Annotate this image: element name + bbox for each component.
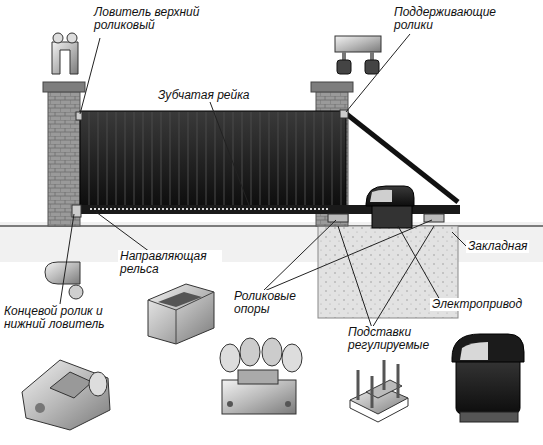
drive-detail	[452, 334, 524, 422]
ground	[0, 222, 543, 262]
leader-lines	[60, 34, 470, 328]
ground-line	[0, 225, 543, 227]
part-label: Роликовые опоры	[232, 290, 316, 316]
carriage-mark	[424, 214, 444, 222]
motor-on-gate	[366, 186, 414, 228]
gate-panel	[78, 111, 460, 214]
guide-rail-detail	[148, 284, 214, 344]
carriage-mark	[328, 214, 348, 222]
part-label: Подставки регулируемые	[346, 326, 446, 352]
adjustable-stand-detail	[350, 360, 408, 422]
upper-catcher-mark	[76, 112, 82, 120]
part-label: Зубчатая рейка	[156, 89, 252, 102]
roller-carriage-detail	[220, 338, 302, 414]
part-label: Ловитель верхний роликовый	[92, 6, 208, 32]
bottom-catcher-detail	[22, 360, 110, 430]
part-label: Направляющая рельса	[118, 250, 222, 276]
pillar-cap	[311, 82, 353, 92]
support-rollers-detail	[335, 36, 381, 74]
upper-catcher-detail	[52, 33, 78, 74]
part-label: Поддерживающие ролики	[392, 6, 506, 32]
part-label: Закладная	[466, 240, 529, 253]
part-label: Концевой ролик и нижний ловитель	[2, 305, 126, 331]
part-label: Электропривод	[430, 298, 524, 311]
pillar-cap	[43, 82, 85, 92]
left-pillar	[48, 90, 80, 226]
